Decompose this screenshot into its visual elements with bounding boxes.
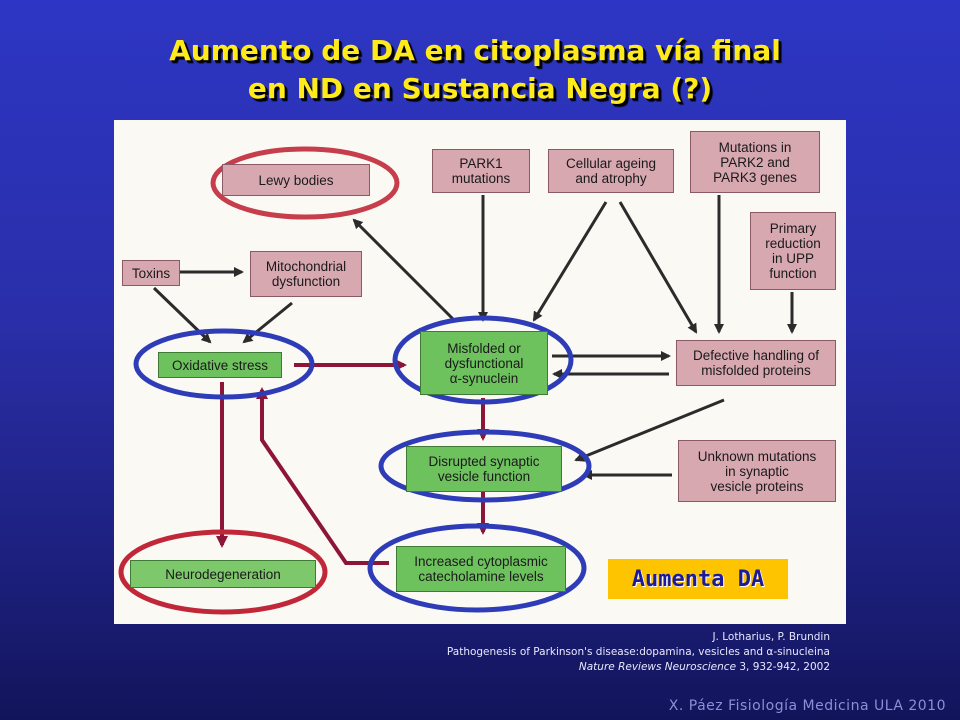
misfolded-blue-ellipse: [392, 315, 574, 405]
slide-title: Aumento de DA en citoplasma vía final en…: [0, 32, 960, 108]
unknown-mutations-box: Unknown mutations in synaptic vesicle pr…: [678, 440, 836, 502]
catecholamine-blue-ellipse: [367, 523, 587, 613]
citation-journal: Nature Reviews Neuroscience: [578, 661, 737, 673]
vesicle-blue-ellipse: [378, 429, 592, 503]
mitochondrial-dysfunction-box: Mitochondrial dysfunction: [250, 251, 362, 297]
oxidative-stress-box: Oxidative stress: [158, 352, 282, 378]
disrupted-vesicle-box: Disrupted synaptic vesicle function: [406, 446, 562, 492]
arrow-defective-to-vesicle: [574, 398, 725, 462]
arrow-ageing-to-misfolded: [532, 201, 608, 322]
arrow-catecholamine-to-oxidative: [256, 387, 389, 565]
park1-mutations-box: PARK1 mutations: [432, 149, 530, 193]
slide-title-line-2: en ND en Sustancia Negra (?): [247, 72, 713, 105]
oxidative-stress-blue-ellipse: [133, 328, 315, 400]
arrow-ageing-to-defective: [618, 201, 698, 334]
defective-handling-box: Defective handling of misfolded proteins: [676, 340, 836, 386]
lewy-bodies-box: Lewy bodies: [222, 164, 370, 196]
citation-title: Pathogenesis of Parkinson's disease:dopa…: [446, 646, 830, 658]
misfolded-synuclein-box: Misfolded or dysfunctional α-synuclein: [420, 331, 548, 395]
pathway-diagram: Lewy bodies PARK1 mutations Cellular age…: [114, 120, 846, 624]
neurodegeneration-red-ellipse: [118, 529, 328, 615]
park2-park3-box: Mutations in PARK2 and PARK3 genes: [690, 131, 820, 193]
citation: J. Lotharius, P. Brundin Pathogenesis of…: [447, 630, 830, 675]
aumenta-da-callout: Aumenta DA: [608, 559, 788, 599]
slide-title-line-1: Aumento de DA en citoplasma vía final: [169, 34, 781, 67]
citation-authors: J. Lotharius, P. Brundin: [712, 631, 830, 643]
arrow-misfolded-to-lewy: [352, 218, 456, 322]
diagram-arrows-layer: [118, 146, 797, 615]
arrow-mito-to-oxidative: [242, 301, 293, 344]
lewy-bodies-red-ellipse: [210, 146, 400, 220]
slide-footer: X. Páez Fisiología Medicina ULA 2010: [668, 698, 946, 714]
upp-reduction-box: Primary reduction in UPP function: [750, 212, 836, 290]
neurodegeneration-box: Neurodegeneration: [130, 560, 316, 588]
citation-source: Nature Reviews Neuroscience 3, 932-942, …: [447, 660, 830, 675]
cellular-ageing-box: Cellular ageing and atrophy: [548, 149, 674, 193]
catecholamine-levels-box: Increased cytoplasmic catecholamine leve…: [396, 546, 566, 592]
citation-details: 3, 932-942, 2002: [736, 661, 830, 673]
toxins-box: Toxins: [122, 260, 180, 286]
